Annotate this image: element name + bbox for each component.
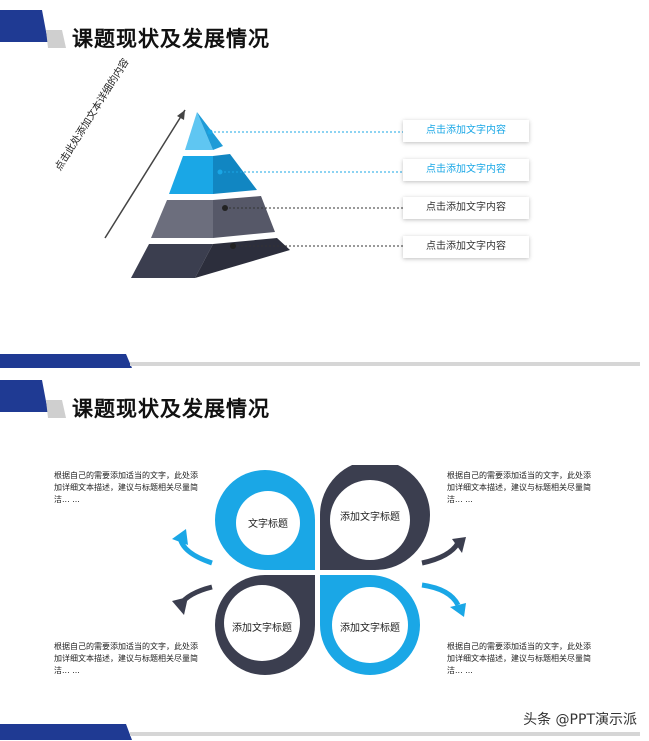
description-bottom-right: 根据自己的需要添加适当的文字，此处添加详细文本描述，建议与标题相关尽量简洁...… [447, 642, 591, 675]
petal-label-top-right: 添加文字标题 [340, 512, 400, 523]
pyramid-label-4: 点击添加文字内容 [403, 236, 529, 258]
pyramid-label-2: 点击添加文字内容 [403, 159, 529, 181]
arrow-right-top [421, 541, 461, 566]
corner-accent-top [0, 380, 66, 418]
pyramid-tier-2 [169, 156, 213, 194]
description-top-right: 根据自己的需要添加适当的文字，此处添加详细文本描述，建议与标题相关尽量简洁...… [447, 471, 591, 504]
pyramid-diagram [104, 109, 403, 278]
slide-1: 课题现状及发展情况 点击此处添加文本详细的内容 点击添加文字内容 点击添加文字内… [0, 0, 649, 370]
pyramid-tier-1 [185, 112, 213, 150]
description-top-left: 根据自己的需要添加适当的文字，此处添加详细文本描述，建议与标题相关尽量简洁...… [54, 471, 198, 504]
pyramid-label-3: 点击添加文字内容 [403, 197, 529, 219]
slide-title: 课题现状及发展情况 [72, 26, 270, 51]
petal-label-bottom-right: 添加文字标题 [340, 623, 400, 634]
description-bottom-left: 根据自己的需要添加适当的文字，此处添加详细文本描述，建议与标题相关尽量简洁...… [54, 642, 198, 675]
footer-bar [0, 724, 640, 740]
slide-2: 课题现状及发展情况 根据自己的需要添加适当的文字，此处添加详细文本描述，建议与标… [0, 370, 649, 740]
arrow-right-bottom [421, 582, 461, 607]
watermark: 头条 @PPT演示派 [523, 712, 637, 728]
petal-diagram [172, 465, 466, 675]
petal-label-top-left: 文字标题 [248, 519, 288, 530]
footer-bar [0, 354, 640, 368]
petal-label-bottom-left: 添加文字标题 [232, 623, 292, 634]
pyramid-tier-3 [151, 200, 213, 238]
pyramid-tier-4 [131, 244, 213, 278]
corner-accent-top [0, 10, 66, 48]
slide-title: 课题现状及发展情况 [72, 396, 270, 421]
pyramid-label-1: 点击添加文字内容 [403, 120, 529, 142]
